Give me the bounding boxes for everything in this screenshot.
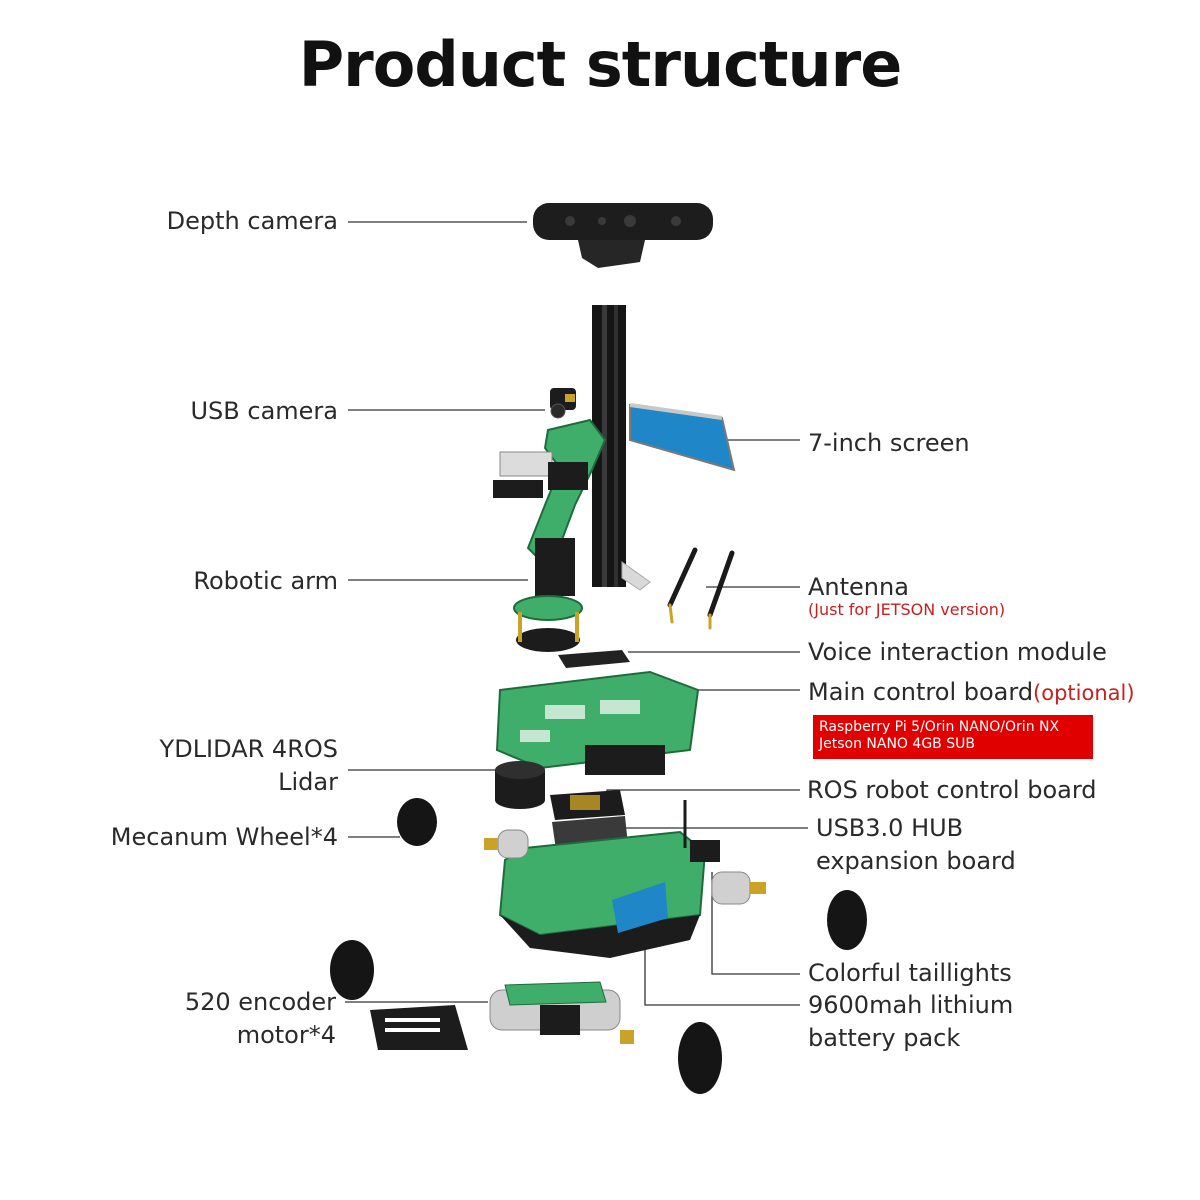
usb-hub-label: USB3.0 HUB expansion board	[816, 812, 1016, 878]
antenna-note: (Just for JETSON version)	[808, 600, 1006, 619]
mecanum-wheels-graphic	[330, 798, 867, 1094]
usb-camera-label: USB camera	[190, 397, 338, 425]
lidar-label-line1: YDLIDAR 4ROS	[159, 735, 338, 763]
antenna-label: Antenna	[808, 573, 909, 601]
antenna-graphic	[667, 547, 735, 630]
main-board-label: Main control board(optional)	[808, 676, 1135, 710]
robotic-arm-label: Robotic arm	[193, 567, 338, 595]
bottom-motor-assembly-graphic	[370, 981, 634, 1050]
main-board-options-line2: Jetson NANO 4GB SUB	[819, 736, 975, 752]
main-board-label-text: Main control board	[808, 678, 1034, 706]
ros-board-label: ROS robot control board	[807, 776, 1097, 804]
main-board-options-box: Raspberry Pi 5/Orin NANO/Orin NX Jetson …	[813, 715, 1093, 759]
main-board-options-line1: Raspberry Pi 5/Orin NANO/Orin NX	[819, 719, 1060, 735]
main-board-optional-note: (optional)	[1033, 681, 1135, 705]
side-motors-graphic	[484, 829, 766, 905]
page-title: Product structure	[298, 28, 903, 101]
battery-label-line2: battery pack	[808, 1024, 961, 1052]
usb-hub-label-line2: expansion board	[816, 847, 1016, 875]
encoder-motor-label-line2: motor*4	[236, 1021, 336, 1049]
lidar-label-line2: Lidar	[278, 768, 338, 796]
battery-label: 9600mah lithium battery pack	[808, 989, 1013, 1055]
lidar-label: YDLIDAR 4ROS Lidar	[160, 733, 338, 799]
upper-plate-graphic	[495, 670, 700, 775]
voice-module-graphic	[558, 650, 630, 668]
voice-module-label: Voice interaction module	[808, 638, 1107, 666]
lower-chassis-graphic	[498, 800, 720, 958]
depth-camera-graphic	[533, 203, 713, 268]
lidar-graphic	[495, 761, 545, 809]
usb-camera-graphic	[550, 388, 576, 419]
depth-camera-label: Depth camera	[166, 207, 338, 235]
encoder-motor-label-line1: 520 encoder	[184, 988, 336, 1016]
usb-hub-label-line1: USB3.0 HUB	[816, 814, 964, 842]
screen-graphic	[629, 403, 736, 472]
mecanum-wheel-label: Mecanum Wheel*4	[110, 823, 338, 851]
taillights-label: Colorful taillights	[808, 959, 1012, 987]
battery-label-line1: 9600mah lithium	[808, 991, 1014, 1019]
screen-label: 7-inch screen	[808, 429, 970, 457]
robotic-arm-graphic	[493, 418, 607, 652]
encoder-motor-label: 520 encoder motor*4	[185, 986, 336, 1052]
